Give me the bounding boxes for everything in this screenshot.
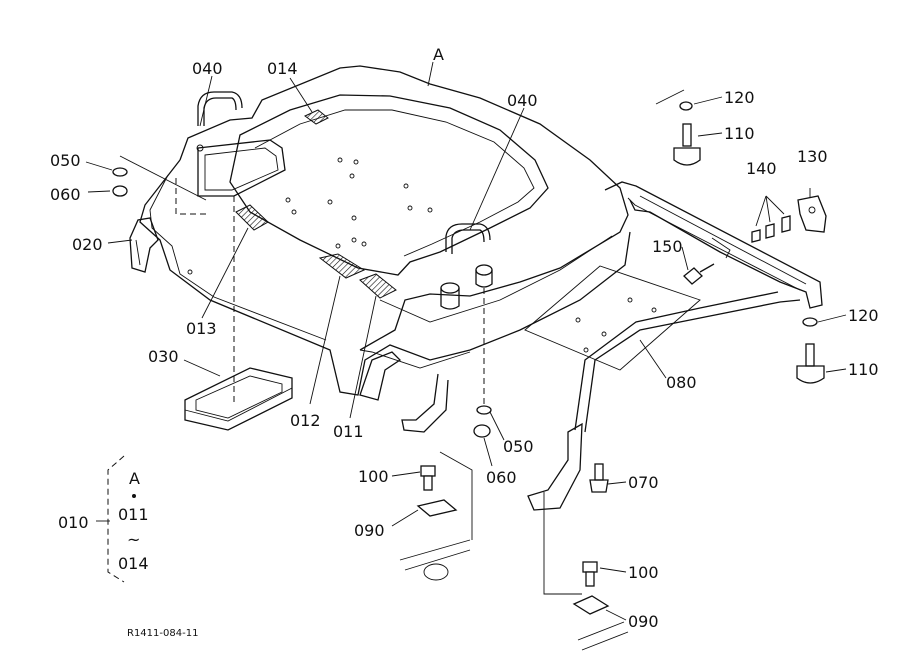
legend-set-code: 010 <box>58 513 89 532</box>
mount-plate-right <box>572 561 629 651</box>
label-080: 080 <box>666 373 697 392</box>
guide-lines <box>119 89 811 595</box>
label-090-right: 090 <box>628 612 659 631</box>
legend-last: 014 <box>118 554 149 573</box>
label-060-left: 060 <box>50 185 81 204</box>
label-011: 011 <box>333 422 364 441</box>
legend-tilde: ~ <box>127 530 140 549</box>
label-050-mid: 050 <box>503 437 534 456</box>
label-012: 012 <box>290 411 321 430</box>
label-100-left: 100 <box>358 467 389 486</box>
label-014: 014 <box>267 59 298 78</box>
rubber-mount-top <box>673 101 701 166</box>
grab-handle-left <box>196 91 243 152</box>
rubber-mount-right <box>796 317 825 384</box>
label-090-left: 090 <box>354 521 385 540</box>
drawing-reference: R1411-084-11 <box>127 628 198 639</box>
legend-first: A <box>129 469 140 488</box>
legend-second: 011 <box>118 505 149 524</box>
legend-dot-icon <box>132 494 136 498</box>
collar-050-060 <box>112 167 492 438</box>
label-030: 030 <box>148 347 179 366</box>
label-013: 013 <box>186 319 217 338</box>
label-050-left: 050 <box>50 151 81 170</box>
label-120-top: 120 <box>724 88 755 107</box>
label-140: 140 <box>746 159 777 178</box>
mount-plate-left <box>399 465 471 581</box>
set-legend: 010 A 011 ~ 014 <box>58 455 149 583</box>
label-A: A <box>433 45 444 64</box>
label-040-right: 040 <box>507 91 538 110</box>
label-040-left: 040 <box>192 59 223 78</box>
grab-handle-right <box>445 223 491 254</box>
label-leaders <box>85 61 847 621</box>
canopy-roof <box>129 65 631 401</box>
label-130: 130 <box>797 147 828 166</box>
label-060-mid: 060 <box>486 468 517 487</box>
label-110-right: 110 <box>848 360 879 379</box>
label-150: 150 <box>652 237 683 256</box>
label-100-right: 100 <box>628 563 659 582</box>
bolt-070 <box>589 463 609 493</box>
label-070: 070 <box>628 473 659 492</box>
canopy-frame <box>401 181 827 511</box>
part-labels: A 040 014 040 050 060 020 013 030 012 01… <box>50 45 879 631</box>
label-110-top: 110 <box>724 124 755 143</box>
window-seal-030 <box>184 367 293 431</box>
label-120-right: 120 <box>848 306 879 325</box>
label-020: 020 <box>72 235 103 254</box>
